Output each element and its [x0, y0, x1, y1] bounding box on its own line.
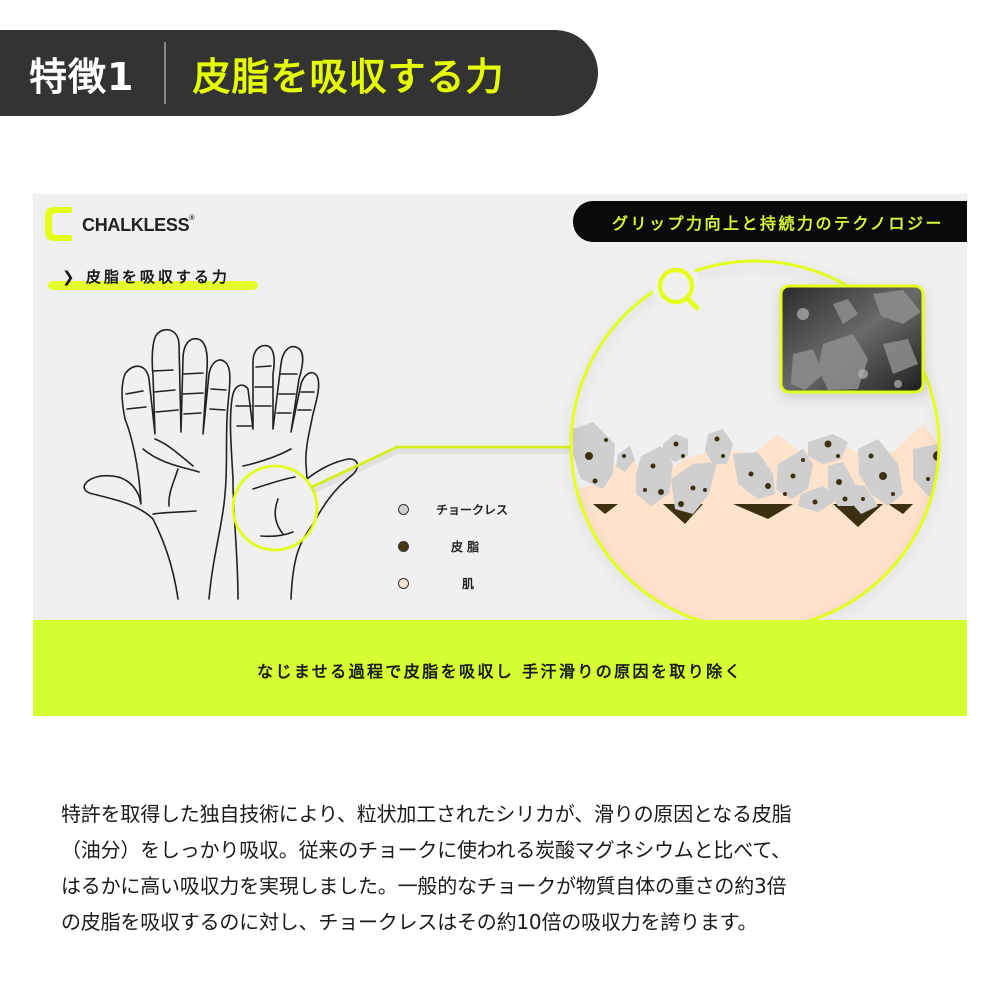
hands-drawing-icon — [83, 328, 359, 600]
logo-c-icon — [45, 207, 72, 241]
technology-pill-text: グリップ力向上と持続力のテクノロジー — [611, 213, 945, 233]
micrograph-photo — [779, 284, 925, 394]
illustration-art — [83, 259, 941, 631]
summary-banner: なじませる過程で皮脂を吸収し 手汗滑りの原因を取り除く — [33, 620, 967, 716]
summary-banner-text: なじませる過程で皮脂を吸収し 手汗滑りの原因を取り除く — [257, 662, 743, 681]
legend-item-sebum: 皮 脂 — [398, 540, 508, 554]
feature-title: 皮脂を吸収する力 — [192, 54, 505, 99]
magnifier-icon — [652, 262, 700, 311]
description-line: はるかに高い吸収力を実現しました。一般的なチョークが物質自体の重さの約3倍 — [61, 874, 787, 898]
description-line: の皮脂を吸収するのに対し、チョークレスはその約10倍の吸収力を誇ります。 — [61, 910, 758, 934]
skin-swatch-icon — [398, 578, 409, 589]
legend-item-chalkless: チョークレス — [398, 503, 508, 517]
description-line: （油分）をしっかり吸収。従来のチョークに使われる炭酸マグネシウムと比べて、 — [61, 838, 791, 862]
chalk-swatch-icon — [398, 504, 409, 515]
feature-illustration-panel: CHALKLESS® ❯ 皮脂を吸収する力 グリップ力向上と持続力のテクノロジー… — [33, 194, 967, 716]
section-label-text: 皮脂を吸収する力 — [85, 268, 230, 286]
highlight-underline — [48, 281, 258, 290]
legend-item-skin: 肌 — [398, 577, 508, 591]
chevron-right-icon: ❯ — [62, 268, 78, 286]
feature-header: 特徴1 皮脂を吸収する力 — [0, 30, 598, 116]
chalkless-logo: CHALKLESS® — [42, 205, 212, 245]
technology-pill: グリップ力向上と持続力のテクノロジー — [573, 201, 967, 242]
feature-number: 特徴1 — [29, 54, 135, 99]
brand-name: CHALKLESS® — [82, 215, 195, 235]
header-divider — [164, 42, 167, 104]
zoom-connector-icon — [231, 445, 573, 552]
sebum-swatch-icon — [398, 541, 409, 552]
description-line: 特許を取得した独自技術により、粒状加工されたシリカが、滑りの原因となる皮脂 — [61, 802, 792, 826]
description-paragraph: 特許を取得した独自技術により、粒状加工されたシリカが、滑りの原因となる皮脂 （油… — [61, 796, 951, 940]
